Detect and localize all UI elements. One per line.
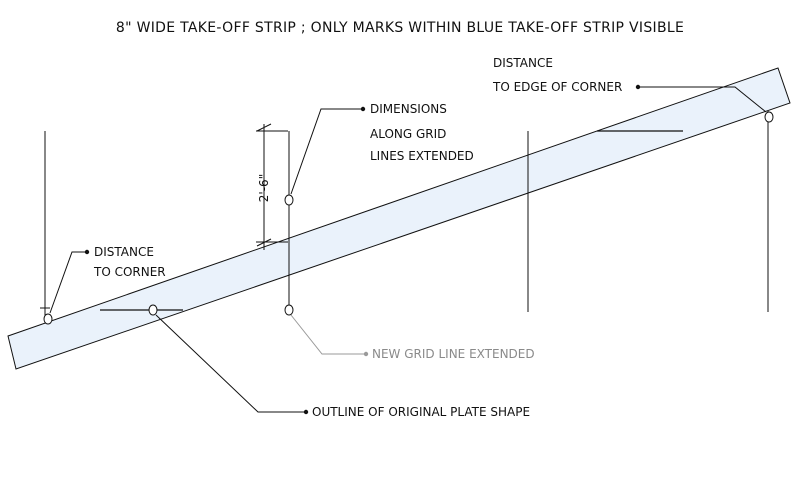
marker-edge-distance bbox=[764, 111, 774, 123]
leader-plate-outline bbox=[155, 314, 304, 413]
dimension-tick-top bbox=[256, 123, 272, 132]
leader-dot-new-grid bbox=[363, 351, 369, 357]
take-off-strip bbox=[7, 67, 791, 370]
marker-plate-outline bbox=[148, 304, 158, 316]
callout-dimensions-line1: DIMENSIONS bbox=[370, 102, 447, 116]
callout-dimensions-line2: ALONG GRID bbox=[370, 127, 446, 141]
marker-corner-distance bbox=[43, 313, 53, 325]
diagram-title: 8" WIDE TAKE-OFF STRIP ; ONLY MARKS WITH… bbox=[116, 20, 684, 36]
leader-distance-to-edge bbox=[640, 86, 767, 113]
callout-distance-to-corner-line1: DISTANCE bbox=[94, 245, 154, 259]
leader-dot-plate bbox=[303, 409, 309, 415]
leader-dot-dimensions bbox=[360, 106, 366, 112]
leader-dot-corner bbox=[84, 249, 90, 255]
leader-dimensions-along-grid bbox=[290, 108, 361, 195]
dimension-label: 2'-6" bbox=[257, 174, 271, 202]
marker-new-grid-line bbox=[284, 304, 294, 316]
callout-distance-to-edge-line1: DISTANCE bbox=[493, 56, 553, 70]
leader-distance-to-corner bbox=[49, 251, 85, 314]
callout-dimensions-line3: LINES EXTENDED bbox=[370, 149, 474, 163]
callout-new-grid-line: NEW GRID LINE EXTENDED bbox=[372, 347, 535, 361]
callout-distance-to-edge-line2: TO EDGE OF CORNER bbox=[492, 80, 622, 94]
callout-distance-to-corner-line2: TO CORNER bbox=[93, 265, 166, 279]
callout-outline-plate: OUTLINE OF ORIGINAL PLATE SHAPE bbox=[312, 405, 530, 419]
leader-dot-edge bbox=[635, 84, 641, 90]
marker-grid-dimension bbox=[284, 194, 294, 206]
leader-new-grid-line bbox=[290, 314, 364, 355]
